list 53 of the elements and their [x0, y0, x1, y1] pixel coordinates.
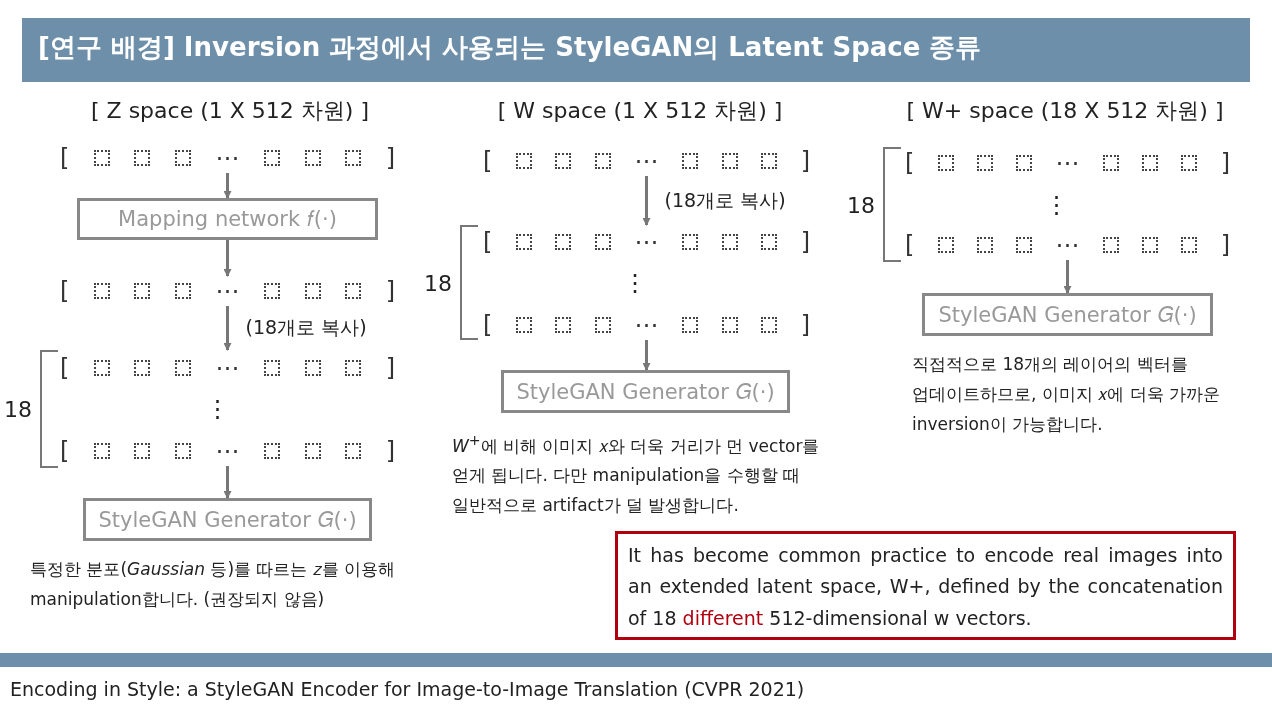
bracket: [	[483, 311, 493, 339]
bracket: ]	[800, 147, 810, 175]
bracket: [	[483, 147, 493, 175]
ellipsis: ⋯	[215, 144, 240, 172]
arrow	[223, 466, 232, 499]
ellipsis: ⋯	[634, 147, 659, 175]
bracket: ]	[385, 144, 395, 172]
count-label: 18	[424, 270, 452, 295]
quote-box: It has become common practice to encode real images into an extended latent space, W+, defined by the concatenation of 18 different 512-dimensional w vectors.	[615, 531, 1236, 640]
bracket: ]	[1220, 149, 1230, 177]
process-box: StyleGAN Generator 𝐺(·)	[922, 293, 1213, 336]
description-text: W$^{+}$에 비해 이미지 𝑥와 더욱 거리가 먼 vector를 얻게 됩니다. 다만 manipulation을 수행할 때 일반적으로 artifact가 덜 발생합니다.	[452, 431, 821, 518]
bracket: ]	[385, 277, 395, 305]
arrow	[223, 306, 232, 351]
process-box: Mapping network 𝑓(·)	[77, 198, 378, 240]
description-text: 직접적으로 18개의 레이어의 벡터를 업데이트하므로, 이미지 𝑥에 더욱 가까운 inversion이 가능합니다.	[912, 353, 1222, 436]
ellipsis: ⋯	[215, 437, 240, 465]
bracket: [	[60, 277, 70, 305]
section-heading: [ W+ space (18 X 512 차원) ]	[905, 97, 1225, 125]
count-label: 18	[847, 192, 875, 217]
ellipsis: ⋯	[215, 354, 240, 382]
process-box: StyleGAN Generator 𝐺(·)	[501, 370, 790, 413]
count-label: 18	[4, 396, 32, 422]
bracket: [	[60, 354, 70, 382]
bracket: [	[905, 231, 915, 259]
ellipsis: ⋯	[634, 228, 659, 256]
arrow	[223, 173, 232, 199]
ellipsis: ⋯	[1055, 149, 1080, 177]
bracket: [	[483, 228, 493, 256]
arrow	[1063, 260, 1072, 294]
arrow	[642, 176, 651, 226]
bracket: ]	[1220, 231, 1230, 259]
section-heading: [ Z space (1 X 512 차원) ]	[90, 97, 370, 125]
ellipsis: ⋯	[1055, 231, 1080, 259]
process-box: StyleGAN Generator 𝐺(·)	[83, 498, 372, 541]
vertical-ellipsis: ⋮	[1044, 190, 1069, 219]
slide-title: [연구 배경] Inversion 과정에서 사용되는 StyleGAN의 Latent Space 종류	[38, 31, 982, 64]
footer-caption: Encoding in Style: a StyleGAN Encoder for Image-to-Image Translation (CVPR 2021)	[10, 678, 805, 700]
vertical-ellipsis: ⋮	[205, 395, 230, 423]
arrow	[223, 240, 232, 277]
bracket: ]	[800, 228, 810, 256]
ellipsis: ⋯	[215, 277, 240, 305]
bracket: [	[60, 144, 70, 172]
bracket: ]	[385, 437, 395, 465]
ellipsis: ⋯	[634, 311, 659, 339]
arrow	[642, 340, 651, 371]
description-text: 특정한 분포(Gaussian 등)를 따르는 𝑧를 이용해 manipulation합니다. (권장되지 않음)	[30, 558, 397, 611]
vertical-ellipsis: ⋮	[623, 268, 647, 297]
bracket: ]	[385, 354, 395, 382]
bracket: [	[60, 437, 70, 465]
bracket: ]	[800, 311, 810, 339]
section-heading: [ W space (1 X 512 차원) ]	[496, 97, 784, 125]
bracket: [	[905, 149, 915, 177]
